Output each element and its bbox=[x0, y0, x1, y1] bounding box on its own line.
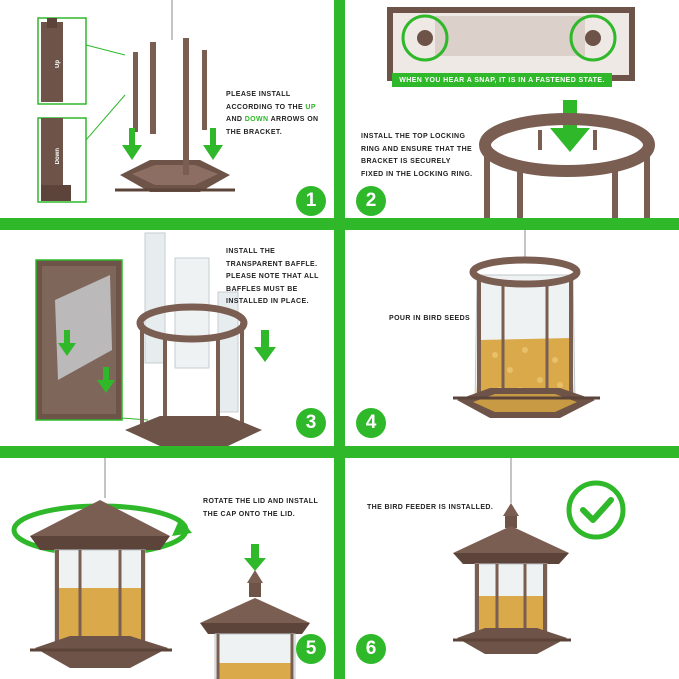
feeder-cap bbox=[503, 503, 519, 516]
up-bracket-detail bbox=[41, 22, 63, 102]
cap-down-arrow bbox=[244, 544, 266, 571]
step-4-panel: POUR IN BIRD SEEDS 4 bbox=[345, 230, 679, 446]
step-1-badge: 1 bbox=[296, 186, 326, 216]
step-2-badge: 2 bbox=[356, 186, 386, 216]
down-arrow-right bbox=[203, 128, 223, 160]
snap-banner: WHEN YOU HEAR A SNAP, IT IS IN A FASTENE… bbox=[392, 73, 612, 87]
step-6-badge: 6 bbox=[356, 634, 386, 664]
top-locking-ring bbox=[479, 113, 655, 177]
feeder-base-tray bbox=[125, 416, 262, 446]
step-5-illustration bbox=[11, 458, 310, 679]
transparent-baffle-left bbox=[144, 232, 166, 364]
step-5-panel: ROTATE THE LID AND INSTALL THE CAP ONTO … bbox=[0, 458, 334, 679]
up-tag: Up bbox=[55, 60, 61, 68]
feeder-roof bbox=[453, 526, 569, 553]
feeder-cap bbox=[247, 570, 263, 583]
bracket-rod-1 bbox=[133, 52, 138, 132]
step-4-illustration bbox=[453, 230, 600, 418]
snap-circle-right bbox=[569, 14, 617, 62]
detail-arrow-1 bbox=[58, 330, 76, 356]
bracket-rod-2 bbox=[150, 42, 156, 134]
transparent-baffle-center bbox=[174, 257, 210, 369]
feeder-top-ring bbox=[469, 256, 581, 288]
step-3-badge: 3 bbox=[296, 408, 326, 438]
bracket-rod-3 bbox=[183, 38, 189, 130]
step-6-caption: THE BIRD FEEDER IS INSTALLED. bbox=[367, 504, 494, 511]
down-tag: Down bbox=[55, 148, 61, 165]
detail-arrow-2 bbox=[97, 367, 115, 393]
step-3-caption: INSTALL THE TRANSPARENT BAFFLE. PLEASE N… bbox=[226, 248, 319, 305]
step-4-caption: POUR IN BIRD SEEDS bbox=[389, 315, 471, 322]
step-6-panel: THE BIRD FEEDER IS INSTALLED. 6 bbox=[345, 458, 679, 679]
step-4-badge: 4 bbox=[356, 408, 386, 438]
step-3-illustration bbox=[35, 232, 276, 446]
down-arrow bbox=[550, 100, 590, 152]
down-arrow bbox=[254, 330, 276, 362]
step-6-illustration bbox=[453, 458, 626, 654]
checkmark-circle-icon bbox=[566, 480, 626, 540]
step-5-badge: 5 bbox=[296, 634, 326, 664]
step-5-caption: ROTATE THE LID AND INSTALL THE CAP ONTO … bbox=[203, 498, 319, 518]
feeder-roof bbox=[30, 500, 170, 536]
feeder-base-tray bbox=[35, 636, 168, 668]
down-bracket-detail bbox=[41, 118, 63, 198]
step-1-caption: PLEASE INSTALL ACCORDING TO THE UP AND D… bbox=[226, 91, 319, 136]
step-1-panel: Up Down PLEASE INSTALL ACCORDING TO THE … bbox=[0, 0, 334, 218]
step-3-panel: INSTALL THE TRANSPARENT BAFFLE. PLEASE N… bbox=[0, 230, 334, 446]
snap-circle-left bbox=[401, 14, 449, 62]
step-1-illustration bbox=[37, 0, 235, 203]
bracket-rod-4 bbox=[202, 50, 207, 130]
down-arrow-left bbox=[122, 128, 142, 160]
feeder-roof-small bbox=[200, 598, 310, 623]
step-2-caption: INSTALL THE TOP LOCKING RING AND ENSURE … bbox=[361, 133, 473, 178]
step-2-panel: WHEN YOU HEAR A SNAP, IT IS IN A FASTENE… bbox=[345, 0, 679, 218]
step-2-illustration bbox=[387, 7, 655, 218]
